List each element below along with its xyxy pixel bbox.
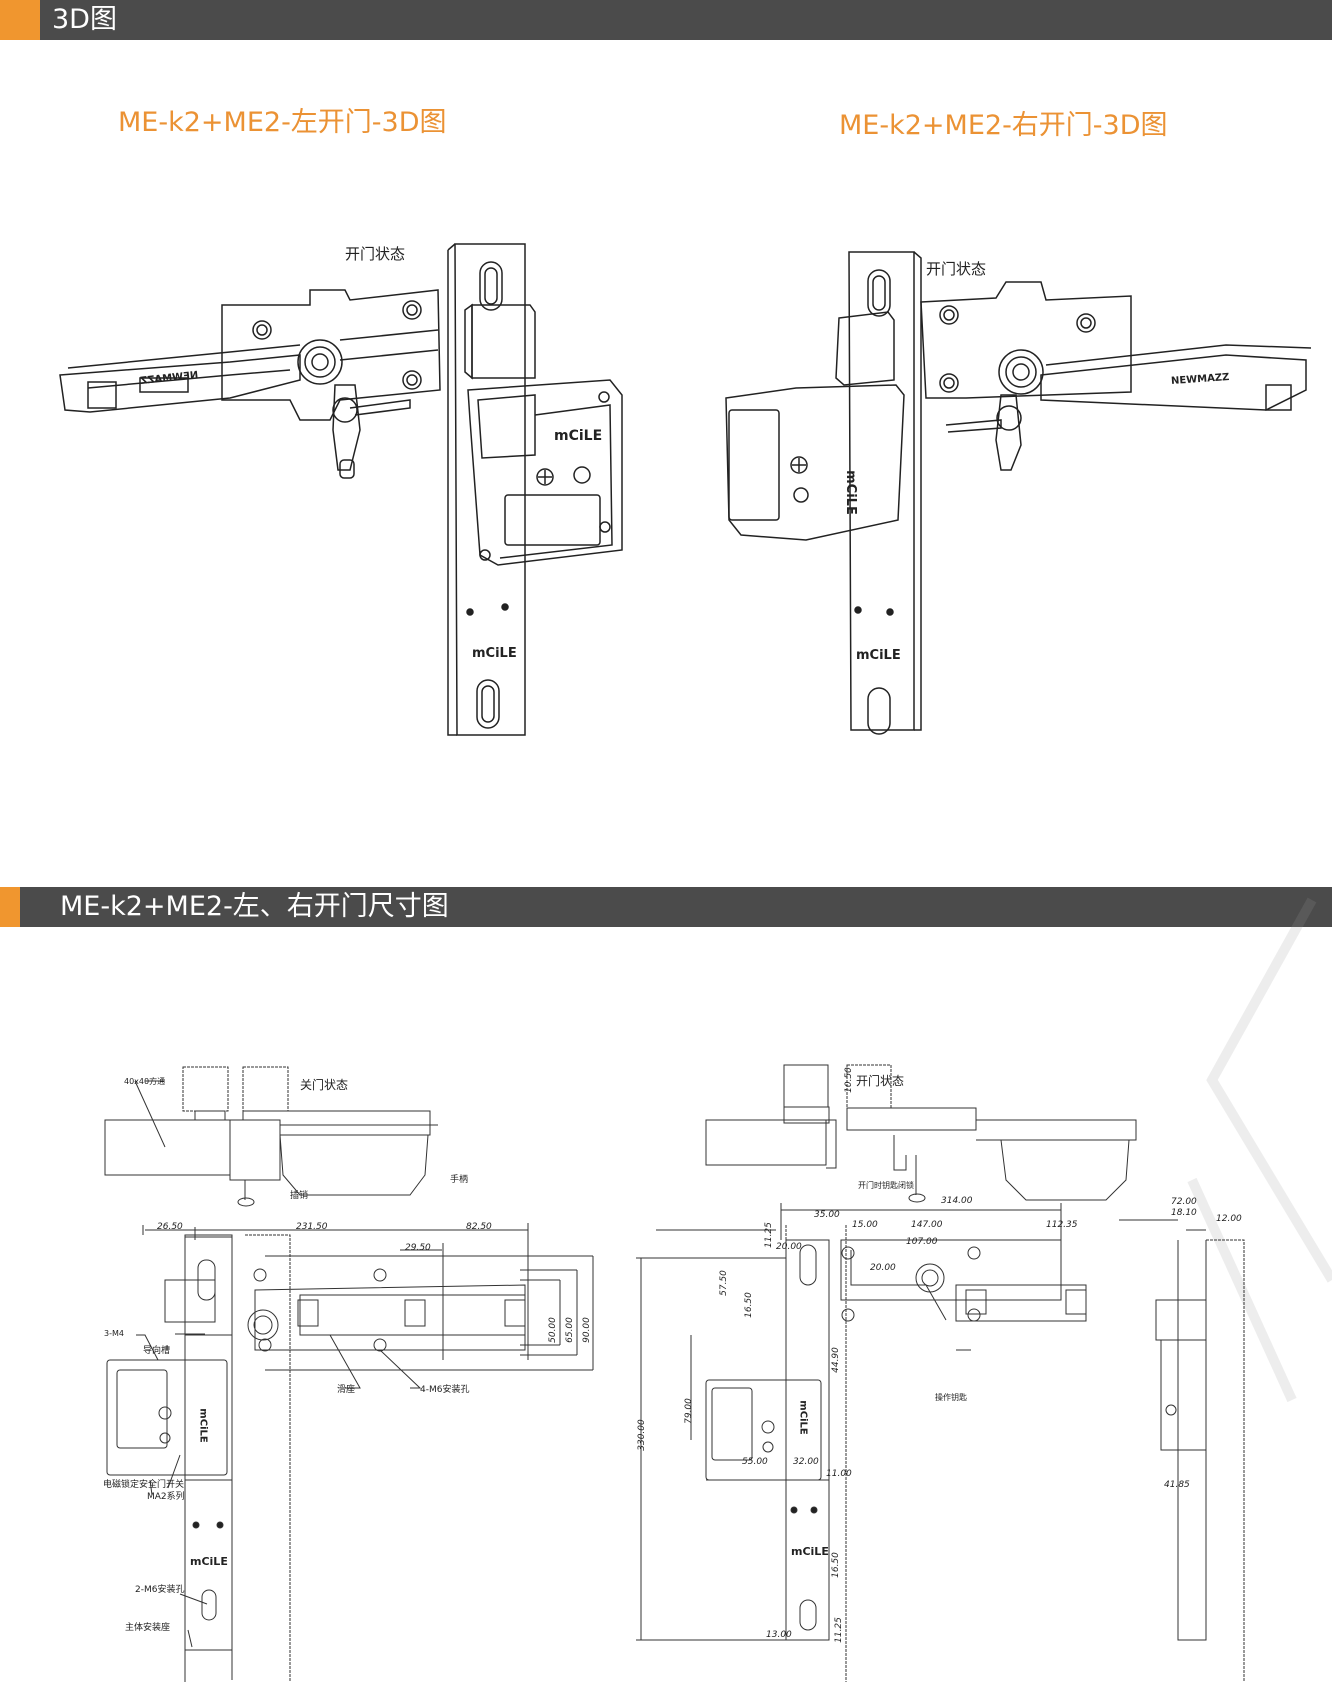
dim-55-00: 55.00 xyxy=(742,1457,768,1467)
right-dimension-illustration xyxy=(636,1064,1245,1682)
dim-20-00-a: 20.00 xyxy=(776,1242,802,1252)
dim-147-00: 147.00 xyxy=(911,1220,943,1230)
callout-slide: 滑座 xyxy=(337,1385,356,1395)
right-3d-drawing: 开门状态 NEWMAZZ mCiLE mCiLE xyxy=(666,0,1332,860)
dim-90-00: 90.00 xyxy=(581,1317,592,1343)
left-drawing-state-label: 关门状态 xyxy=(300,1078,349,1092)
dim-16-50-b: 16.50 xyxy=(830,1552,841,1578)
callout-switch-line1: 电磁锁定安全门开关 xyxy=(103,1480,185,1490)
left-post-logo: mCiLE xyxy=(190,1555,228,1568)
right-dimension-drawing: 开门状态 10.50 开门时钥匙闭锁 314.00 35.00 15.00 14… xyxy=(636,940,1332,1682)
dim-26-50: 26.50 xyxy=(157,1222,183,1232)
dim-16-50-a: 16.50 xyxy=(743,1292,754,1318)
right-3d-illustration xyxy=(725,251,1312,735)
callout-switch-line2: MA2系列 xyxy=(147,1492,185,1502)
section-accent xyxy=(0,887,20,927)
dim-79-00: 79.00 xyxy=(683,1398,694,1424)
dim-82-50: 82.50 xyxy=(466,1222,492,1232)
left-dimension-illustration xyxy=(104,1066,594,1682)
callout-handle: 手柄 xyxy=(450,1175,469,1185)
right-3d-heading: ME-k2+ME2-右开门-3D图 xyxy=(839,110,1168,141)
right-switch-logo: mCiLE xyxy=(842,470,858,515)
left-switch-logo: mCiLE xyxy=(554,428,603,444)
dim-35-00: 35.00 xyxy=(814,1210,840,1220)
dim-50-00: 50.00 xyxy=(547,1317,558,1343)
watermark-graphic xyxy=(1187,897,1332,1403)
left-switch-logo: mCiLE xyxy=(197,1408,209,1443)
dim-32-00: 32.00 xyxy=(793,1457,819,1467)
right-state-label: 开门状态 xyxy=(926,260,987,278)
callout-holes-4: 4-M6安装孔 xyxy=(420,1385,470,1395)
dim-11-00: 11.00 xyxy=(826,1469,852,1479)
dim-112-35: 112.35 xyxy=(1046,1220,1078,1230)
dim-13-00: 13.00 xyxy=(766,1630,792,1640)
dim-72-00: 72.00 xyxy=(1171,1197,1197,1207)
dim-11-25-b: 11.25 xyxy=(833,1617,844,1643)
right-post-logo: mCiLE xyxy=(856,648,901,663)
callout-guide: 导向槽 xyxy=(143,1346,171,1356)
section-header-3d: 3D图 xyxy=(0,0,1332,40)
dim-18-10: 18.10 xyxy=(1171,1208,1197,1218)
callout-key-lock: 开门时钥匙闭锁 xyxy=(858,1181,914,1190)
section-title: ME-k2+ME2-左、右开门尺寸图 xyxy=(60,891,449,922)
left-dimension-drawing: 40x40方通 关门状态 插销 手柄 26.50 231.50 82.50 29… xyxy=(0,940,666,1682)
callout-base: 主体安装座 xyxy=(125,1623,171,1633)
dim-11-25-a: 11.25 xyxy=(763,1222,774,1248)
callout-pin: 插销 xyxy=(290,1191,309,1201)
dim-65-00: 65.00 xyxy=(564,1317,575,1343)
section-title: 3D图 xyxy=(52,4,117,35)
dim-107-00: 107.00 xyxy=(906,1237,938,1247)
callout-key-op: 操作钥匙 xyxy=(935,1393,967,1402)
callout-screws: 3-M4 xyxy=(104,1329,124,1338)
dim-12-00: 12.00 xyxy=(1216,1214,1242,1224)
dim-330-00: 330.00 xyxy=(636,1419,647,1451)
dim-10-50: 10.50 xyxy=(843,1067,854,1093)
dim-44-90: 44.90 xyxy=(830,1347,841,1373)
dim-231-50: 231.50 xyxy=(296,1222,328,1232)
section-accent xyxy=(0,0,40,40)
callout-holes-2: 2-M6安装孔 xyxy=(135,1585,185,1595)
left-3d-heading: ME-k2+ME2-左开门-3D图 xyxy=(118,107,447,138)
dim-57-50: 57.50 xyxy=(718,1270,729,1296)
dim-15-00: 15.00 xyxy=(852,1220,878,1230)
dim-314-00: 314.00 xyxy=(941,1196,973,1206)
left-3d-illustration xyxy=(59,243,623,736)
left-3d-drawing: 开门状态 xyxy=(0,0,666,860)
left-state-label: 开门状态 xyxy=(345,245,406,263)
dim-29-50: 29.50 xyxy=(405,1243,431,1253)
left-post-logo: mCiLE xyxy=(472,646,517,661)
dim-41-85: 41.85 xyxy=(1164,1480,1190,1490)
section-header-dimensions: ME-k2+ME2-左、右开门尺寸图 xyxy=(0,887,1332,927)
callout-tube: 40x40方通 xyxy=(124,1077,166,1086)
right-switch-logo: mCiLE xyxy=(797,1400,809,1435)
right-post-logo: mCiLE xyxy=(791,1545,829,1558)
dim-20-00-b: 20.00 xyxy=(870,1263,896,1273)
right-drawing-state-label: 开门状态 xyxy=(856,1074,905,1088)
